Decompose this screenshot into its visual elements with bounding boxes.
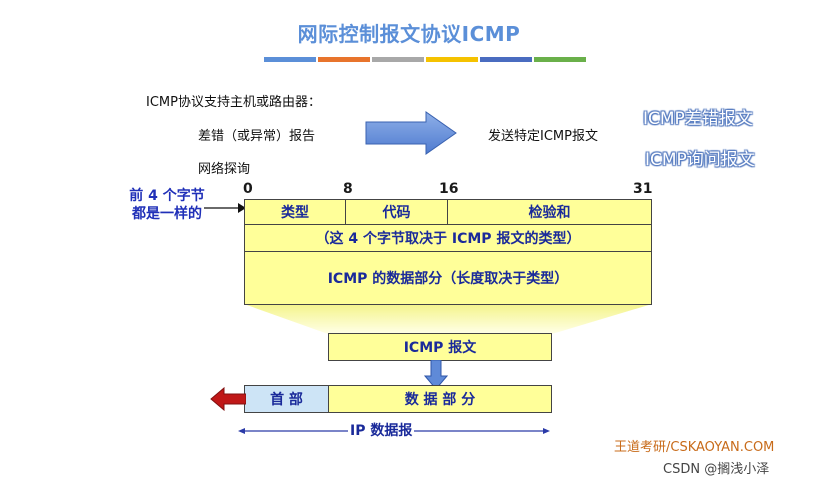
down-arrow-icon <box>424 360 448 390</box>
icmp-packet-box: ICMP 报文 <box>328 333 552 361</box>
ip-datagram-label: IP 数据报 <box>348 420 415 440</box>
ip-header-box: 首 部 <box>244 385 329 413</box>
title-color-bar-5 <box>480 57 532 62</box>
page-title: 网际控制报文协议ICMP <box>297 22 521 46</box>
field-type-dependent: （这 4 个字节取决于 ICMP 报文的类型） <box>244 224 652 252</box>
send-arrow-icon <box>365 111 457 155</box>
icmp-error-message-label: ICMP差错报文 <box>643 109 753 129</box>
title-color-bar-6 <box>534 57 586 62</box>
field-type: 类型 <box>244 199 346 225</box>
field-code: 代码 <box>345 199 448 225</box>
title-color-bar-1 <box>264 57 316 62</box>
note-pointer-arrow-icon <box>204 203 246 213</box>
note-line-2: 都是一样的 <box>132 206 202 222</box>
intro-item-error-report: 差错（或异常）报告 <box>198 129 316 144</box>
field-icmp-data: ICMP 的数据部分（长度取决于类型） <box>244 251 652 305</box>
csdn-watermark: CSDN @搁浅小泽 <box>663 462 770 477</box>
funnel-shape <box>244 304 652 334</box>
title-color-bar-2 <box>318 57 370 62</box>
title-color-bar-3 <box>372 57 424 62</box>
intro-line: ICMP协议支持主机或路由器： <box>146 95 321 110</box>
intro-item-network-probe: 网络探询 <box>198 162 251 177</box>
arrow-text: 发送特定ICMP报文 <box>488 129 598 144</box>
note-line-1: 前 4 个字节 <box>129 188 205 204</box>
bit-position-31: 31 <box>633 181 653 197</box>
bit-position-16: 16 <box>439 181 459 197</box>
ip-data-box: 数 据 部 分 <box>328 385 552 413</box>
left-red-arrow-icon <box>210 387 246 411</box>
bit-position-8: 8 <box>343 181 353 197</box>
brand-watermark: 王道考研/CSKAOYAN.COM <box>614 440 775 455</box>
title-color-bar-4 <box>426 57 478 62</box>
first-4-bytes-note: 前 4 个字节 都是一样的 <box>112 187 222 223</box>
icmp-query-message-label: ICMP询问报文 <box>645 150 755 170</box>
bit-position-0: 0 <box>243 181 253 197</box>
field-checksum: 检验和 <box>447 199 652 225</box>
